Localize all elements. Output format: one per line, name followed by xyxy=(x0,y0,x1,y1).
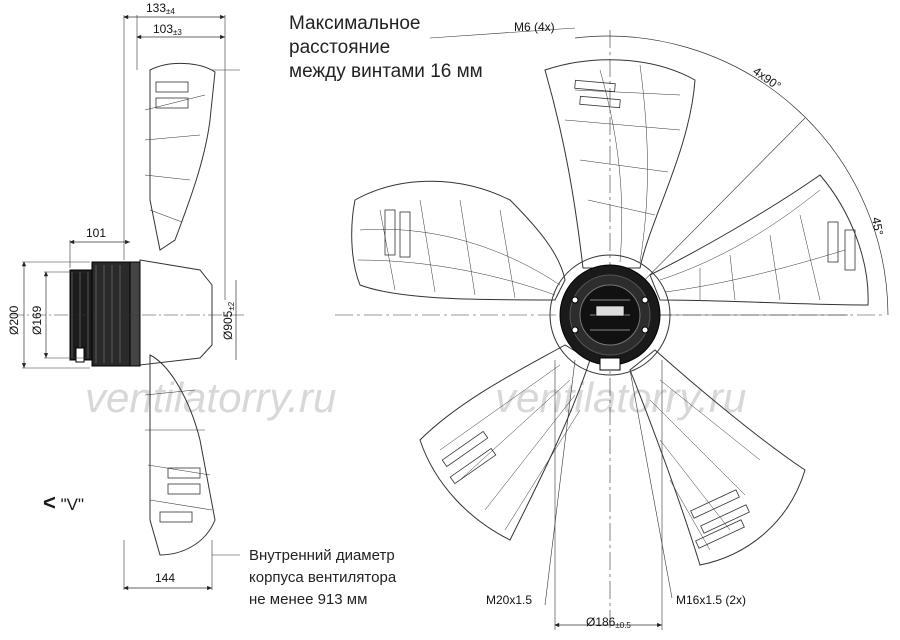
dim-133: 133±4 xyxy=(146,1,175,16)
front-view xyxy=(335,27,889,630)
label-m16: M16x1.5 (2x) xyxy=(676,593,746,607)
label-angle-4x90: 4x90° xyxy=(750,64,783,93)
watermark-left: ventilatorry.ru xyxy=(85,374,336,421)
label-angle-45: 45° xyxy=(869,216,886,236)
note-bottom-line-1: Внутренний диаметр xyxy=(249,547,395,564)
dim-dia-169: Ø169 xyxy=(30,305,44,335)
dim-dia-200: Ø200 xyxy=(7,305,21,335)
note-bottom-line-2: корпуса вентилятора xyxy=(249,569,397,586)
note-housing-diameter: Внутренний диаметр корпуса вентилятора н… xyxy=(249,545,396,611)
side-view xyxy=(10,14,245,591)
dim-101: 101 xyxy=(86,226,106,240)
view-marker-label: "V" xyxy=(60,495,85,514)
dim-dia-186: Ø186±0.5 xyxy=(586,615,631,630)
label-m6: M6 (4x) xyxy=(514,20,555,34)
view-marker: < "V" xyxy=(43,490,84,516)
dim-144: 144 xyxy=(155,571,175,585)
note-screw-distance: Максимальное расстояние между винтами 16… xyxy=(289,12,483,84)
dim-103: 103±3 xyxy=(153,22,182,37)
view-arrow-icon: < xyxy=(43,490,56,515)
dim-dia-905: Ø905±2 xyxy=(221,301,236,340)
note-top-line-3: между винтами 16 мм xyxy=(289,61,483,82)
note-bottom-line-3: не менее 913 мм xyxy=(249,591,368,608)
label-m20: M20x1.5 xyxy=(486,593,532,607)
note-top-line-1: Максимальное xyxy=(289,13,421,34)
note-top-line-2: расстояние xyxy=(289,37,391,58)
watermark-right: ventilatorry.ru xyxy=(495,374,746,421)
